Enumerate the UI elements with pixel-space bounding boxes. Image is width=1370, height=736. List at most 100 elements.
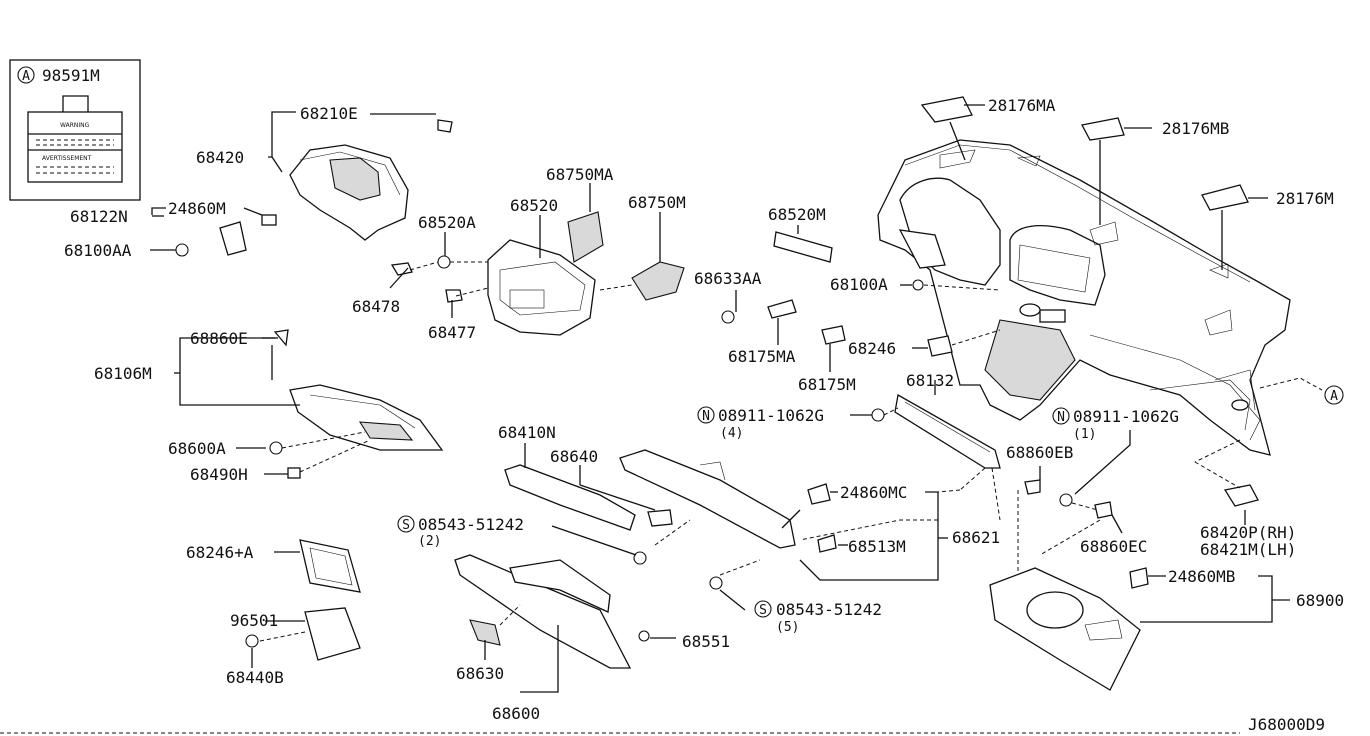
ref-a-callout-icon xyxy=(1324,385,1344,405)
diagram-id: J68000D9 xyxy=(1248,715,1325,734)
label-68513M[interactable]: 68513M xyxy=(848,537,906,556)
label-08911-b[interactable]: 08911-1062G xyxy=(1073,407,1179,426)
nut-08911-b-icon xyxy=(1059,493,1073,507)
clip-68477-icon xyxy=(445,289,463,303)
label-68410N[interactable]: 68410N xyxy=(498,423,556,442)
label-68421M[interactable]: 68421M(LH) xyxy=(1200,540,1296,559)
bezel-68246A-icon xyxy=(299,539,361,593)
clip-68513M-icon xyxy=(817,534,837,553)
label-68630[interactable]: 68630 xyxy=(456,664,504,683)
label-24860MC[interactable]: 24860MC xyxy=(840,483,907,502)
warning-label-icon xyxy=(27,111,123,183)
label-24860MB[interactable]: 24860MB xyxy=(1168,567,1235,586)
label-28176M[interactable]: 28176M xyxy=(1276,189,1334,208)
label-68600A[interactable]: 68600A xyxy=(168,439,226,458)
label-24860M[interactable]: 24860M xyxy=(168,199,226,218)
console-panels-illustration xyxy=(504,449,796,549)
label-68900[interactable]: 68900 xyxy=(1296,591,1344,610)
label-68420[interactable]: 68420 xyxy=(196,148,244,167)
label-08911-a-qty: (4) xyxy=(720,426,743,441)
label-08543-b[interactable]: 08543-51242 xyxy=(776,600,882,619)
panel-68520M-icon xyxy=(773,231,833,263)
clip-24860M-icon xyxy=(261,214,277,226)
label-08543-b-qty: (5) xyxy=(776,620,799,635)
label-68621[interactable]: 68621 xyxy=(952,528,1000,547)
label-08911-a[interactable]: 08911-1062G xyxy=(718,406,824,425)
label-68860EC[interactable]: 68860EC xyxy=(1080,537,1147,556)
clip-24860MC-icon xyxy=(807,483,831,505)
clip-68175MA-icon xyxy=(767,299,797,319)
screw-68440B-icon xyxy=(245,634,259,648)
label-68478[interactable]: 68478 xyxy=(352,297,400,316)
svg-text:N: N xyxy=(702,409,710,424)
label-68520[interactable]: 68520 xyxy=(510,196,558,215)
label-68175MA[interactable]: 68175MA xyxy=(728,347,796,366)
clip-68860EB-icon xyxy=(1024,479,1041,495)
label-68477[interactable]: 68477 xyxy=(428,323,476,342)
bracket-68122N-icon xyxy=(219,221,247,256)
vent-68420P-icon xyxy=(1223,484,1259,507)
pad-28176MA-icon xyxy=(920,96,973,123)
clip-68490H-icon xyxy=(287,467,301,479)
label-68175M[interactable]: 68175M xyxy=(798,375,856,394)
clip-68175M-icon xyxy=(821,325,846,345)
label-68640[interactable]: 68640 xyxy=(550,447,598,466)
label-68860EB[interactable]: 68860EB xyxy=(1006,443,1073,462)
bracket-68132-illustration xyxy=(894,393,1001,469)
label-68106M[interactable]: 68106M xyxy=(94,364,152,383)
ref-a-symbol xyxy=(17,66,35,84)
label-68490H[interactable]: 68490H xyxy=(190,465,248,484)
label-68420P[interactable]: 68420P(RH) xyxy=(1200,523,1296,542)
label-68600[interactable]: 68600 xyxy=(492,704,540,723)
label-68750MA[interactable]: 68750MA xyxy=(546,165,614,184)
vent-68750MA-icon xyxy=(567,211,604,263)
label-68246[interactable]: 68246 xyxy=(848,339,896,358)
label-68440B[interactable]: 68440B xyxy=(226,668,284,687)
meter-hood-illustration xyxy=(289,119,453,241)
screw-symbol-b-icon xyxy=(754,600,772,618)
label-68520A[interactable]: 68520A xyxy=(418,213,476,232)
switch-96501-icon xyxy=(304,607,361,661)
svg-text:S: S xyxy=(759,603,767,618)
label-28176MB[interactable]: 28176MB xyxy=(1162,119,1229,138)
label-96501[interactable]: 96501 xyxy=(230,611,278,630)
label-98591M[interactable]: 98591M xyxy=(42,66,100,85)
label-68122N[interactable]: 68122N xyxy=(70,207,128,226)
label-68246A[interactable]: 68246+A xyxy=(186,543,254,562)
svg-text:A: A xyxy=(1330,389,1338,404)
pad-28176MB-icon xyxy=(1081,117,1125,141)
screw-68633AA-icon xyxy=(721,310,735,324)
vent-68750M-icon xyxy=(631,261,685,301)
label-68750M[interactable]: 68750M xyxy=(628,193,686,212)
screw-08543-a-icon xyxy=(633,551,647,565)
svg-text:N: N xyxy=(1057,410,1065,425)
nut-08911-a-icon xyxy=(871,408,885,422)
label-68210E[interactable]: 68210E xyxy=(300,104,358,123)
label-68551[interactable]: 68551 xyxy=(682,632,730,651)
label-08911-b-qty: (1) xyxy=(1073,427,1096,442)
nut-symbol-a-icon xyxy=(697,406,715,424)
screw-68551-icon xyxy=(638,630,650,642)
label-68132[interactable]: 68132 xyxy=(906,371,954,390)
symbols: N N S S A xyxy=(397,385,1344,618)
svg-text:AVERTISSEMENT: AVERTISSEMENT xyxy=(42,155,92,162)
clip-68478-icon xyxy=(390,262,413,276)
screw-68520A-icon xyxy=(437,255,451,269)
label-68860E[interactable]: 68860E xyxy=(190,329,248,348)
label-28176MA[interactable]: 28176MA xyxy=(988,96,1056,115)
label-08543-a[interactable]: 08543-51242 xyxy=(418,515,524,534)
screw-68100A-icon xyxy=(912,279,924,291)
screw-68600A-icon xyxy=(269,441,283,455)
label-68633AA[interactable]: 68633AA xyxy=(694,269,762,288)
label-68100A[interactable]: 68100A xyxy=(830,275,888,294)
inset-ref-symbol: A xyxy=(22,69,30,84)
svg-text:S: S xyxy=(402,518,410,533)
svg-text:WARNING: WARNING xyxy=(60,122,90,129)
label-68100AA[interactable]: 68100AA xyxy=(64,241,132,260)
latch-68630-icon xyxy=(469,619,501,646)
fasteners xyxy=(175,214,1259,648)
screw-68100AA-icon xyxy=(175,243,189,257)
label-68520M[interactable]: 68520M xyxy=(768,205,826,224)
nut-symbol-b-icon xyxy=(1052,407,1070,425)
